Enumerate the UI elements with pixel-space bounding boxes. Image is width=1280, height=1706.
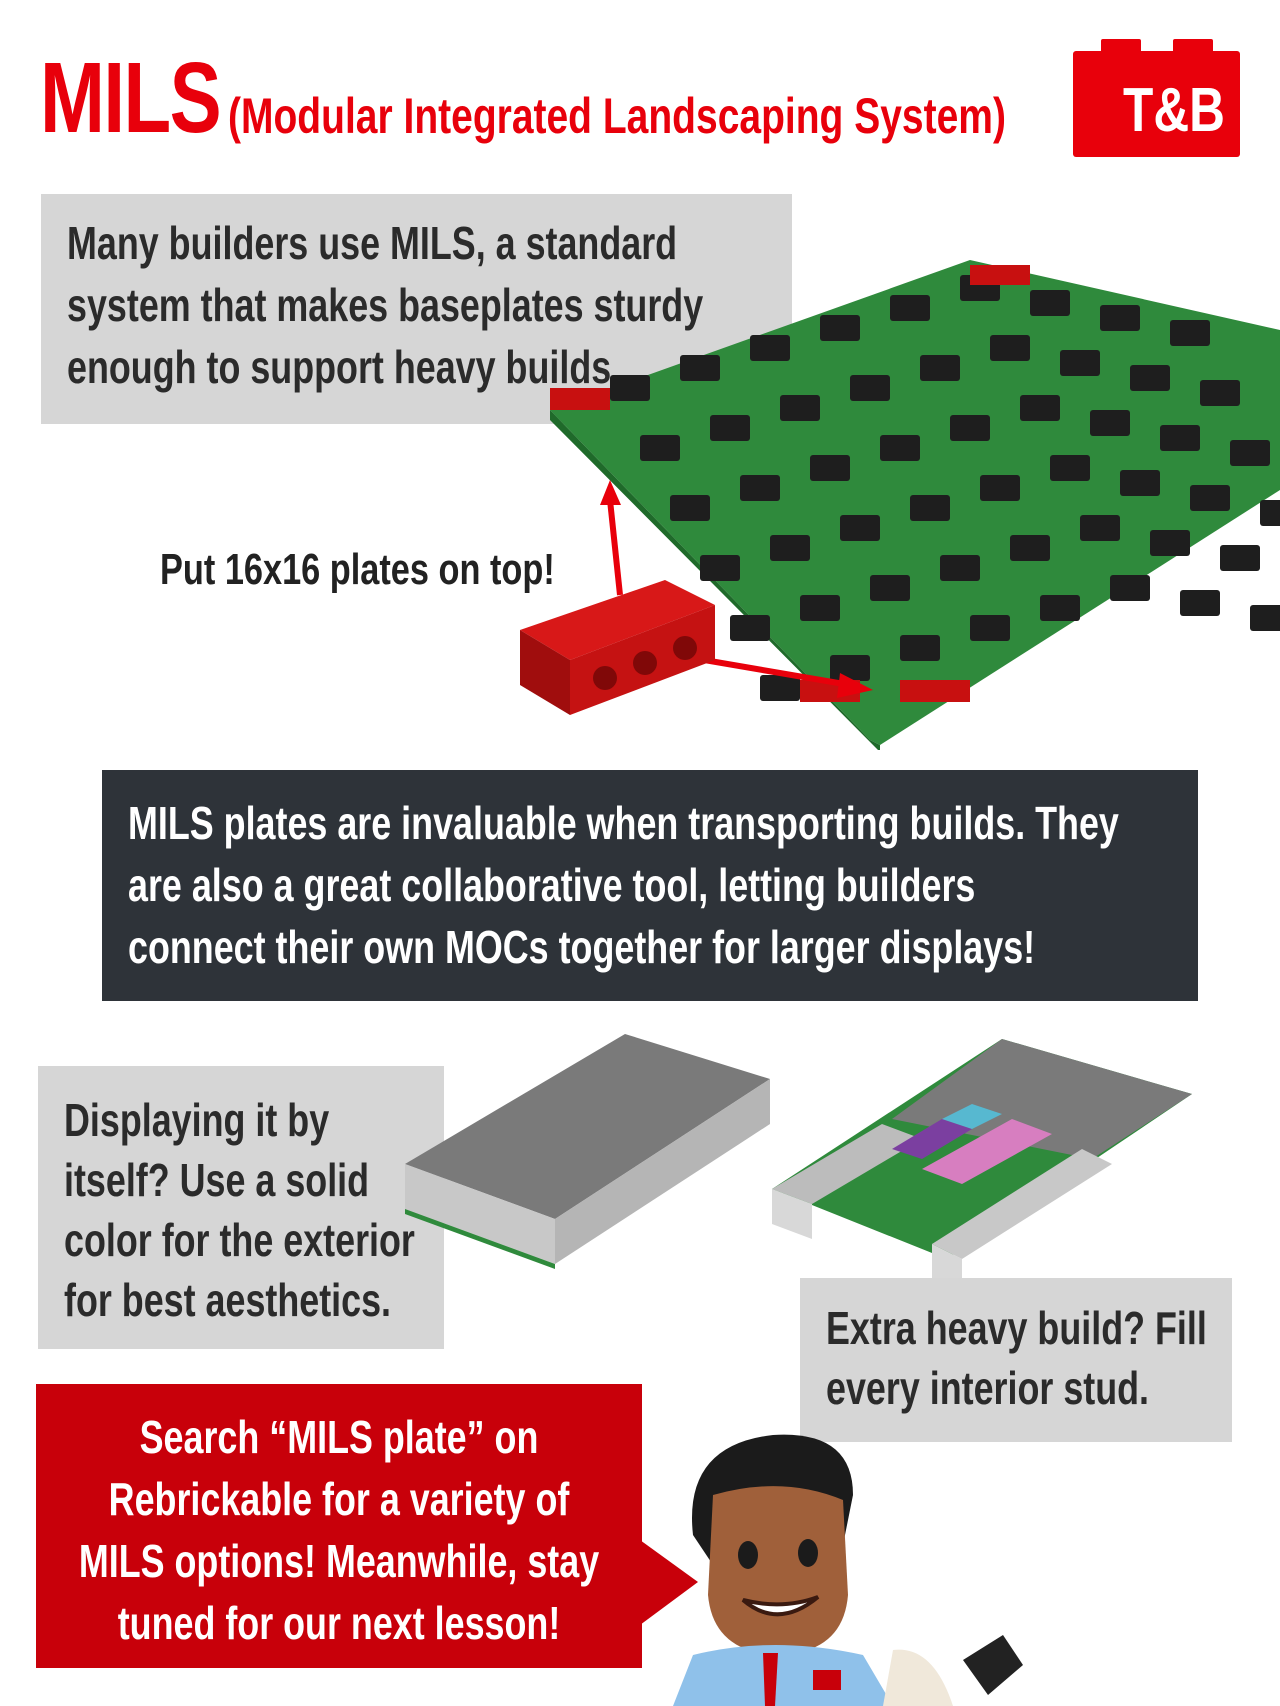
callout-line: MILS options! Meanwhile, stay [78,1535,600,1587]
transport-line: connect their own MOCs together for larg… [128,921,1036,973]
callout-line: tuned for our next lesson! [117,1597,561,1649]
minifigure-illustration [673,1434,1023,1706]
tip-line: itself? Use a solid [64,1154,370,1206]
callout-line: Rebrickable for a variety of [108,1473,570,1525]
page-subtitle: (Modular Integrated Landscaping System) [228,88,1006,144]
callout-line: Search “MILS plate” on [139,1411,539,1463]
mils-baseplate-illustration [550,260,1280,750]
intro-line: system that makes baseplates sturdy [67,279,704,331]
solid-mils-plate-illustration [405,1034,770,1269]
intro-line: enough to support heavy builds. [67,341,622,393]
tip-line: every interior stud. [826,1362,1150,1414]
heavy-build-tip: Extra heavy build? Fill every interior s… [800,1278,1232,1442]
filled-mils-plate-illustration [772,1039,1192,1301]
solid-color-tip: Displaying it by itself? Use a solid col… [38,1066,444,1349]
transport-line: MILS plates are invaluable when transpor… [128,797,1119,849]
transport-line: are also a great collaborative tool, let… [128,859,976,911]
tb-logo: T&B [1073,39,1240,157]
tip-line: Extra heavy build? Fill [826,1302,1207,1354]
tip-line: Displaying it by [64,1094,330,1146]
plates-annotation: Put 16x16 plates on top! [160,545,555,594]
rebrickable-callout: Search “MILS plate” on Rebrickable for a… [36,1384,642,1668]
svg-text:T&B: T&B [1123,75,1225,145]
transport-box: MILS plates are invaluable when transpor… [102,770,1198,1001]
tip-line: color for the exterior [64,1214,415,1266]
page-title: MILS [40,42,222,154]
intro-line: Many builders use MILS, a standard [67,217,678,269]
tip-line: for best aesthetics. [64,1274,392,1326]
technic-brick-illustration [520,480,873,715]
callout-pointer [640,1540,698,1625]
